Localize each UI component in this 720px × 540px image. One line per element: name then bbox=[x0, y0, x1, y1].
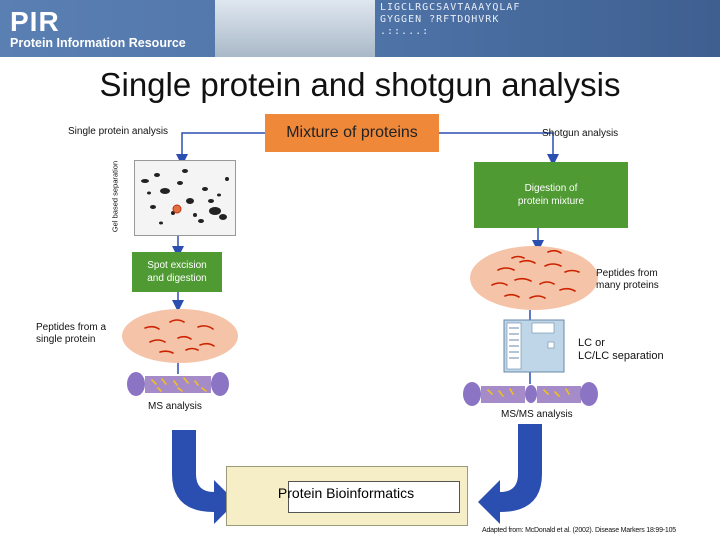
msms-analyzer-bar-1 bbox=[481, 386, 525, 403]
msms-source-cap bbox=[463, 382, 481, 406]
sequence-line-1: LIGCLRGCSAVTAAAYQLAF bbox=[380, 2, 521, 13]
msms-collision-cell bbox=[525, 385, 537, 403]
msms-analyzer-bar-2 bbox=[537, 386, 581, 403]
2d-gel-image bbox=[134, 160, 236, 236]
citation: Adapted from: McDonald et al. (2002). Di… bbox=[482, 527, 677, 534]
mixture-of-proteins-box: Mixture of proteins bbox=[265, 114, 439, 152]
lc-instrument bbox=[503, 319, 565, 373]
digestion-label-line-2: protein mixture bbox=[517, 196, 585, 207]
excised-spot-marker bbox=[172, 204, 182, 214]
ms-ions-tandem bbox=[487, 388, 570, 397]
pir-subtitle: Protein Information Resource bbox=[10, 36, 186, 50]
gel-spots bbox=[141, 169, 229, 225]
label-single-protein-analysis: Single protein analysis bbox=[68, 126, 169, 137]
peptides-single-ellipse bbox=[122, 309, 238, 363]
ms-analyzer-bar bbox=[145, 376, 211, 393]
ms-ions-single bbox=[151, 377, 207, 392]
protein-bioinformatics-inner bbox=[288, 481, 460, 513]
spot-label-line-2: and digestion bbox=[147, 273, 207, 284]
ms-detector-cap bbox=[211, 372, 229, 396]
label-peptides-single-2: single protein bbox=[36, 334, 96, 345]
sequence-line-3: .::...: bbox=[380, 26, 430, 37]
label-shotgun-analysis: Shotgun analysis bbox=[542, 128, 619, 139]
spot-label-line-1: Spot excision bbox=[147, 260, 207, 271]
label-lc-1: LC or bbox=[578, 337, 605, 349]
label-lc-2: LC/LC separation bbox=[578, 350, 664, 362]
peptide-fragments-single bbox=[144, 319, 215, 354]
label-ms-analysis: MS analysis bbox=[148, 401, 202, 412]
ms-source-cap bbox=[127, 372, 145, 396]
mixture-label: Mixture of proteins bbox=[286, 124, 418, 141]
connector-right-branch bbox=[439, 132, 559, 166]
digestion-label-line-1: Digestion of bbox=[524, 183, 578, 194]
label-msms-analysis: MS/MS analysis bbox=[501, 409, 573, 420]
spot-excision-box: Spot excision and digestion bbox=[132, 252, 222, 292]
sequence-line-2: GYGGEN ?RFTDQHVRK bbox=[380, 14, 500, 25]
label-peptides-many-1: Peptides from bbox=[596, 268, 658, 279]
label-gel-separation: Gel based separation bbox=[110, 160, 120, 233]
curved-arrow-left bbox=[172, 430, 236, 524]
banner-photo bbox=[215, 0, 375, 57]
protein-bioinformatics-label: Protein Bioinformatics bbox=[277, 485, 415, 501]
label-peptides-single-1: Peptides from a bbox=[36, 322, 107, 333]
connector-left-branch bbox=[176, 132, 265, 166]
pir-logo: PIR bbox=[10, 6, 60, 37]
msms-detector-cap bbox=[580, 382, 598, 406]
digestion-box: Digestion of protein mixture bbox=[474, 162, 628, 228]
peptide-fragments-many bbox=[491, 249, 580, 299]
peptides-many-ellipse bbox=[470, 246, 598, 310]
curved-arrow-right bbox=[478, 424, 542, 524]
slide-title: Single protein and shotgun analysis bbox=[99, 66, 621, 103]
label-peptides-many-2: many proteins bbox=[596, 280, 659, 291]
